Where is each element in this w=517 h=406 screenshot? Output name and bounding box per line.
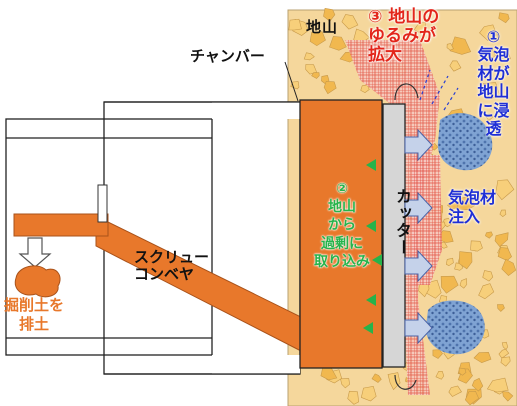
pebble [458,367,467,376]
pebble [485,231,493,239]
pebble [311,72,320,79]
pebble [360,385,377,402]
pebble [480,190,494,201]
step2-label: ② 地山 から 過剰に 取り込み [314,181,370,270]
discharge-arrow [18,237,52,268]
pebble [323,80,337,95]
chamber-pointer [284,61,299,102]
excavated-soil-label: 掘削土を 排土 [4,296,65,333]
pebble [482,270,494,282]
pebble [329,36,347,51]
pebble [459,278,468,289]
pebble [305,64,318,75]
pebble [303,52,315,61]
foam-material [425,113,493,355]
flow-arrows [394,83,419,390]
pebble [449,60,462,72]
foam-injection-label: 気泡材 注入 [448,188,497,227]
pebble [323,7,336,22]
pebble [500,356,511,367]
pebble [478,283,495,300]
pebble [471,377,484,392]
pebble [290,81,300,90]
pebble [490,33,500,42]
pebble [445,257,454,267]
chamber-label: チャンバー [190,47,265,65]
chamber [299,99,383,369]
pebble [288,18,302,31]
screw-conveyor-label: スクリュー コンベヤ [134,248,210,284]
pebble [340,378,350,389]
pebble [473,351,492,364]
pebble [499,209,507,217]
pebble [495,179,515,201]
step3-label: ③ 地山の ゆるみが 拡大 [368,7,440,66]
intake-arrows [363,159,382,334]
pebble [464,390,480,406]
pebble [482,82,500,100]
ground-label: 地山 [306,18,339,36]
pebble [495,48,512,60]
pebble [458,251,473,270]
foam-injection-arrows [404,128,433,345]
pebble [432,349,443,359]
pebble [435,371,445,380]
pebble [309,31,326,47]
cutter-label: カッター [393,188,412,256]
pebble [486,377,509,393]
pebble [498,12,510,24]
pebble [371,373,382,383]
pebble [446,43,454,51]
pebble [482,49,496,60]
pebble [447,201,460,210]
pebble [485,113,494,121]
dashed-seepage-arrows [419,69,459,111]
pebble [497,247,512,261]
pebble [449,36,472,55]
pebble [494,232,509,248]
pebble [387,372,401,391]
pebble [440,275,459,294]
pebble [448,385,462,397]
pebble [347,390,360,405]
pebble [479,24,497,41]
cutter [382,103,406,368]
pebble [497,304,505,312]
pebble [341,14,359,30]
pebble [502,391,514,402]
pebble [413,22,426,34]
pebble [456,195,475,211]
excavated-soil-lump [14,265,61,298]
pebble [501,341,509,350]
pebble [470,240,483,252]
step1-label: ① 気泡材が 地山に浸透 [477,27,510,138]
pebble [501,258,517,276]
